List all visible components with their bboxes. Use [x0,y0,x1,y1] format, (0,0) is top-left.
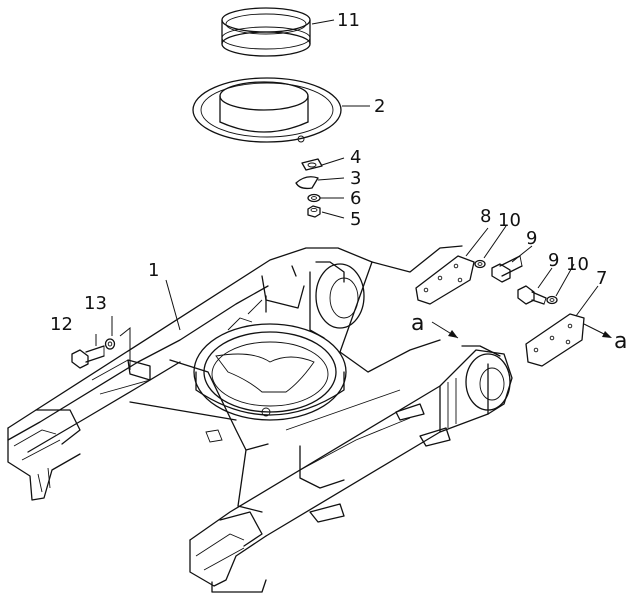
leader-lines [95,19,599,370]
part-4-plate [301,158,323,171]
label-part-10-lower: 10 [566,254,589,275]
label-view-a-right: a [614,329,627,354]
label-part-13: 13 [84,293,107,314]
label-part-2: 2 [374,96,385,117]
part-12-bolt [71,345,105,369]
label-part-7: 7 [596,268,607,289]
part-5-nut [307,205,321,218]
label-part-9-upper: 9 [526,228,537,249]
label-part-3: 3 [350,168,361,189]
part-9-bolt-lower [517,285,547,305]
label-part-6: 6 [350,188,361,209]
part-13-washer [104,338,116,350]
part-7-cover-plate [525,313,585,367]
part-2-bearing-plate [192,77,342,143]
part-8-cover-plate [415,255,475,305]
label-part-11: 11 [337,10,360,31]
label-part-4: 4 [350,147,361,168]
label-part-5: 5 [350,209,361,230]
label-part-8: 8 [480,206,491,227]
label-view-a-left: a [411,311,424,336]
part-1-track-frame [7,245,513,593]
part-10-washer-upper [474,259,486,269]
part-10-washer-lower [546,295,558,305]
label-part-12: 12 [50,314,73,335]
label-part-1: 1 [148,260,159,281]
part-6-washer [307,193,321,203]
part-3-shim [295,176,319,190]
part-11-ring [221,7,311,57]
view-arrow-right [583,323,612,338]
label-part-9-lower: 9 [548,250,559,271]
label-part-10-upper: 10 [498,210,521,231]
part-9-bolt-upper [491,255,523,283]
view-arrow-left [431,321,459,339]
